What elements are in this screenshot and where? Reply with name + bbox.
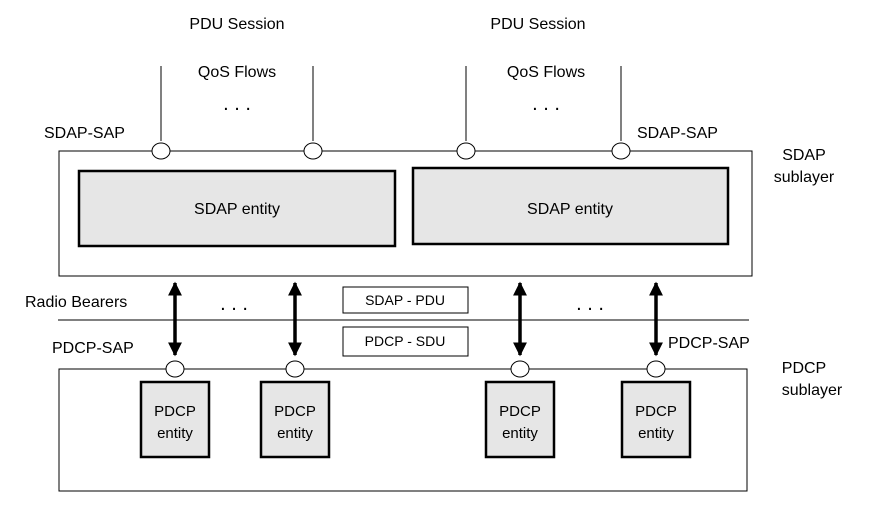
sdap-sap-label-left: SDAP-SAP xyxy=(44,125,125,142)
pdcp-entity-label-line2: entity xyxy=(157,425,193,442)
pdcp-sap-label-left: PDCP-SAP xyxy=(52,340,134,357)
sdap-entity-label: SDAP entity xyxy=(527,201,613,218)
pdcp-entity-label-line1: PDCP xyxy=(154,403,196,420)
sdap-sap-circle xyxy=(151,142,171,160)
pdcp-entity-4: PDCP entity xyxy=(620,380,692,459)
pdcp-entity-label-line2: entity xyxy=(638,425,674,442)
radio-bearers-label: Radio Bearers xyxy=(25,294,127,311)
sdap-entity-label: SDAP entity xyxy=(194,201,280,218)
pdcp-sap-circle xyxy=(646,360,666,378)
pdcp-sublayer-label-line1: PDCP xyxy=(782,360,826,377)
qos-flow-lines xyxy=(160,66,622,141)
sdap-sublayer-label-line1: SDAP xyxy=(782,147,826,164)
pdu-session-label-left: PDU Session xyxy=(189,16,284,33)
sdap-pdu-label: SDAP - PDU xyxy=(365,292,445,308)
qos-flows-ellipsis-left: . . . xyxy=(223,93,251,115)
sdap-sap-circle xyxy=(303,142,323,160)
sdap-sap-circle xyxy=(611,142,631,160)
pdcp-sap-circle xyxy=(165,360,185,378)
pdcp-sap-label-right: PDCP-SAP xyxy=(668,335,750,352)
sdap-sap-label-right: SDAP-SAP xyxy=(637,125,718,142)
pdcp-entity-label-line2: entity xyxy=(277,425,313,442)
pdcp-entity-3: PDCP entity xyxy=(484,380,556,459)
pdcp-sap-circles xyxy=(165,360,666,378)
pdcp-sdu-label: PDCP - SDU xyxy=(365,333,446,349)
pdcp-sap-circle xyxy=(285,360,305,378)
qos-flows-ellipsis-right: . . . xyxy=(532,93,560,115)
radio-bearers-ellipsis-right: . . . xyxy=(576,293,604,315)
pdcp-entity-2: PDCP entity xyxy=(259,380,331,459)
sdap-entity-right: SDAP entity xyxy=(411,166,730,246)
sdap-entity-left: SDAP entity xyxy=(77,169,397,248)
pdcp-sdu-box: PDCP - SDU xyxy=(342,326,469,357)
radio-bearer-arrows xyxy=(168,281,663,357)
pdcp-entity-1: PDCP entity xyxy=(139,380,211,459)
sdap-pdu-box: SDAP - PDU xyxy=(342,286,469,314)
pdcp-sublayer-label-line2: sublayer xyxy=(782,382,843,399)
pdcp-entity-label-line1: PDCP xyxy=(274,403,316,420)
pdcp-entity-label-line2: entity xyxy=(502,425,538,442)
pdcp-entity-label-line1: PDCP xyxy=(635,403,677,420)
sdap-sublayer-label-line2: sublayer xyxy=(774,169,835,186)
qos-flows-label-right: QoS Flows xyxy=(507,64,585,81)
pdu-session-label-right: PDU Session xyxy=(490,16,585,33)
sdap-sap-circle xyxy=(456,142,476,160)
radio-bearers-ellipsis-left: . . . xyxy=(220,293,248,315)
qos-flows-label-left: QoS Flows xyxy=(198,64,276,81)
pdcp-sap-circle xyxy=(510,360,530,378)
pdcp-entity-label-line1: PDCP xyxy=(499,403,541,420)
sdap-sap-circles xyxy=(151,142,631,160)
